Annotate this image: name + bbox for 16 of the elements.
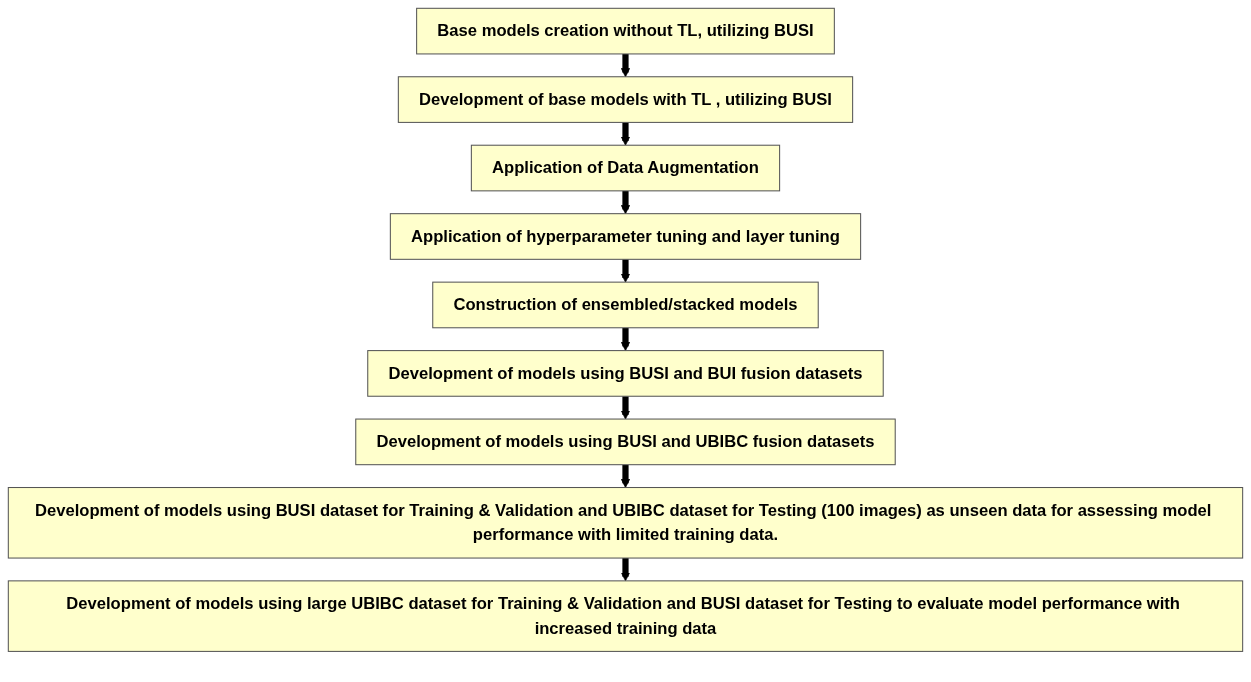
arrow — [620, 189, 631, 215]
node-box: Construction of ensembled/stacked models — [432, 281, 819, 329]
arrow — [620, 326, 631, 351]
node-box: Application of hyperparameter tuning and layer tuning — [389, 213, 862, 260]
node-box: Application of Data Augmentation — [470, 144, 781, 192]
node-box: Development of models using large UBIBC dataset for Training & Validation and BUSI dataset for Testing to evaluate model performance with increased training data — [7, 580, 1244, 652]
arrow — [620, 258, 631, 283]
node-box: Development of models using BUSI dataset for Training & Validation and UBIBC dataset for Testing (100 images) as unseen data for assessing model performance with limited training data. — [7, 487, 1244, 559]
arrow — [620, 52, 631, 78]
node-box: Base models creation without TL, utilizing BUSI — [416, 7, 835, 55]
node-box: Development of models using BUSI and BUI fusion datasets — [367, 350, 884, 397]
node-box: Development of base models with TL , utilizing BUSI — [397, 76, 854, 123]
arrow — [620, 121, 631, 146]
arrow — [620, 395, 631, 420]
node-box: Development of models using BUSI and UBIBC fusion datasets — [355, 418, 896, 466]
arrow — [620, 463, 631, 488]
